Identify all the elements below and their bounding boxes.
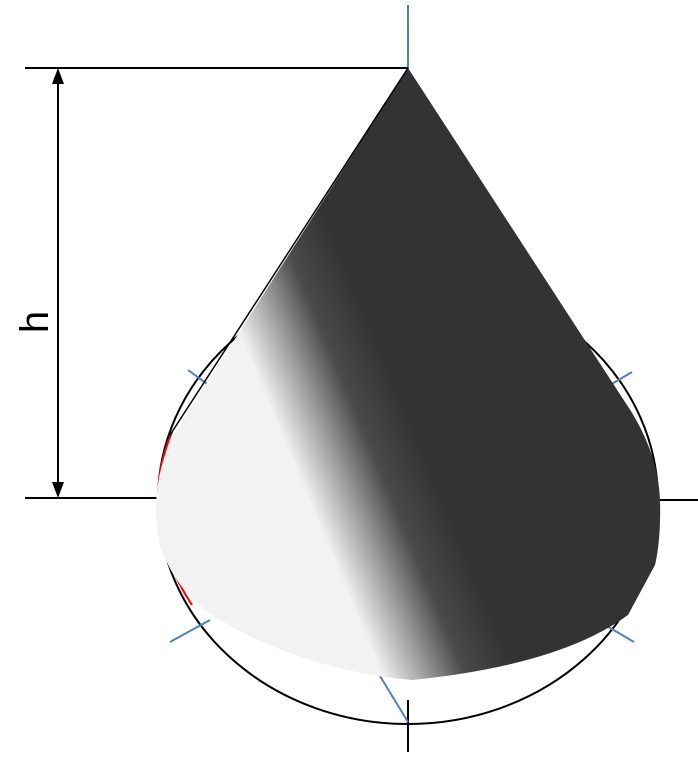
tick-lower-right (604, 624, 635, 643)
dimension-arrow-top (52, 68, 64, 84)
height-label: h (13, 311, 57, 333)
cone-left-edge (169, 67, 409, 436)
dimension-arrow-bottom (52, 482, 64, 498)
tick-lower-left (169, 619, 211, 643)
tick-upper-left (187, 369, 211, 387)
cone-body (156, 68, 661, 680)
tick-bottom (379, 675, 409, 723)
